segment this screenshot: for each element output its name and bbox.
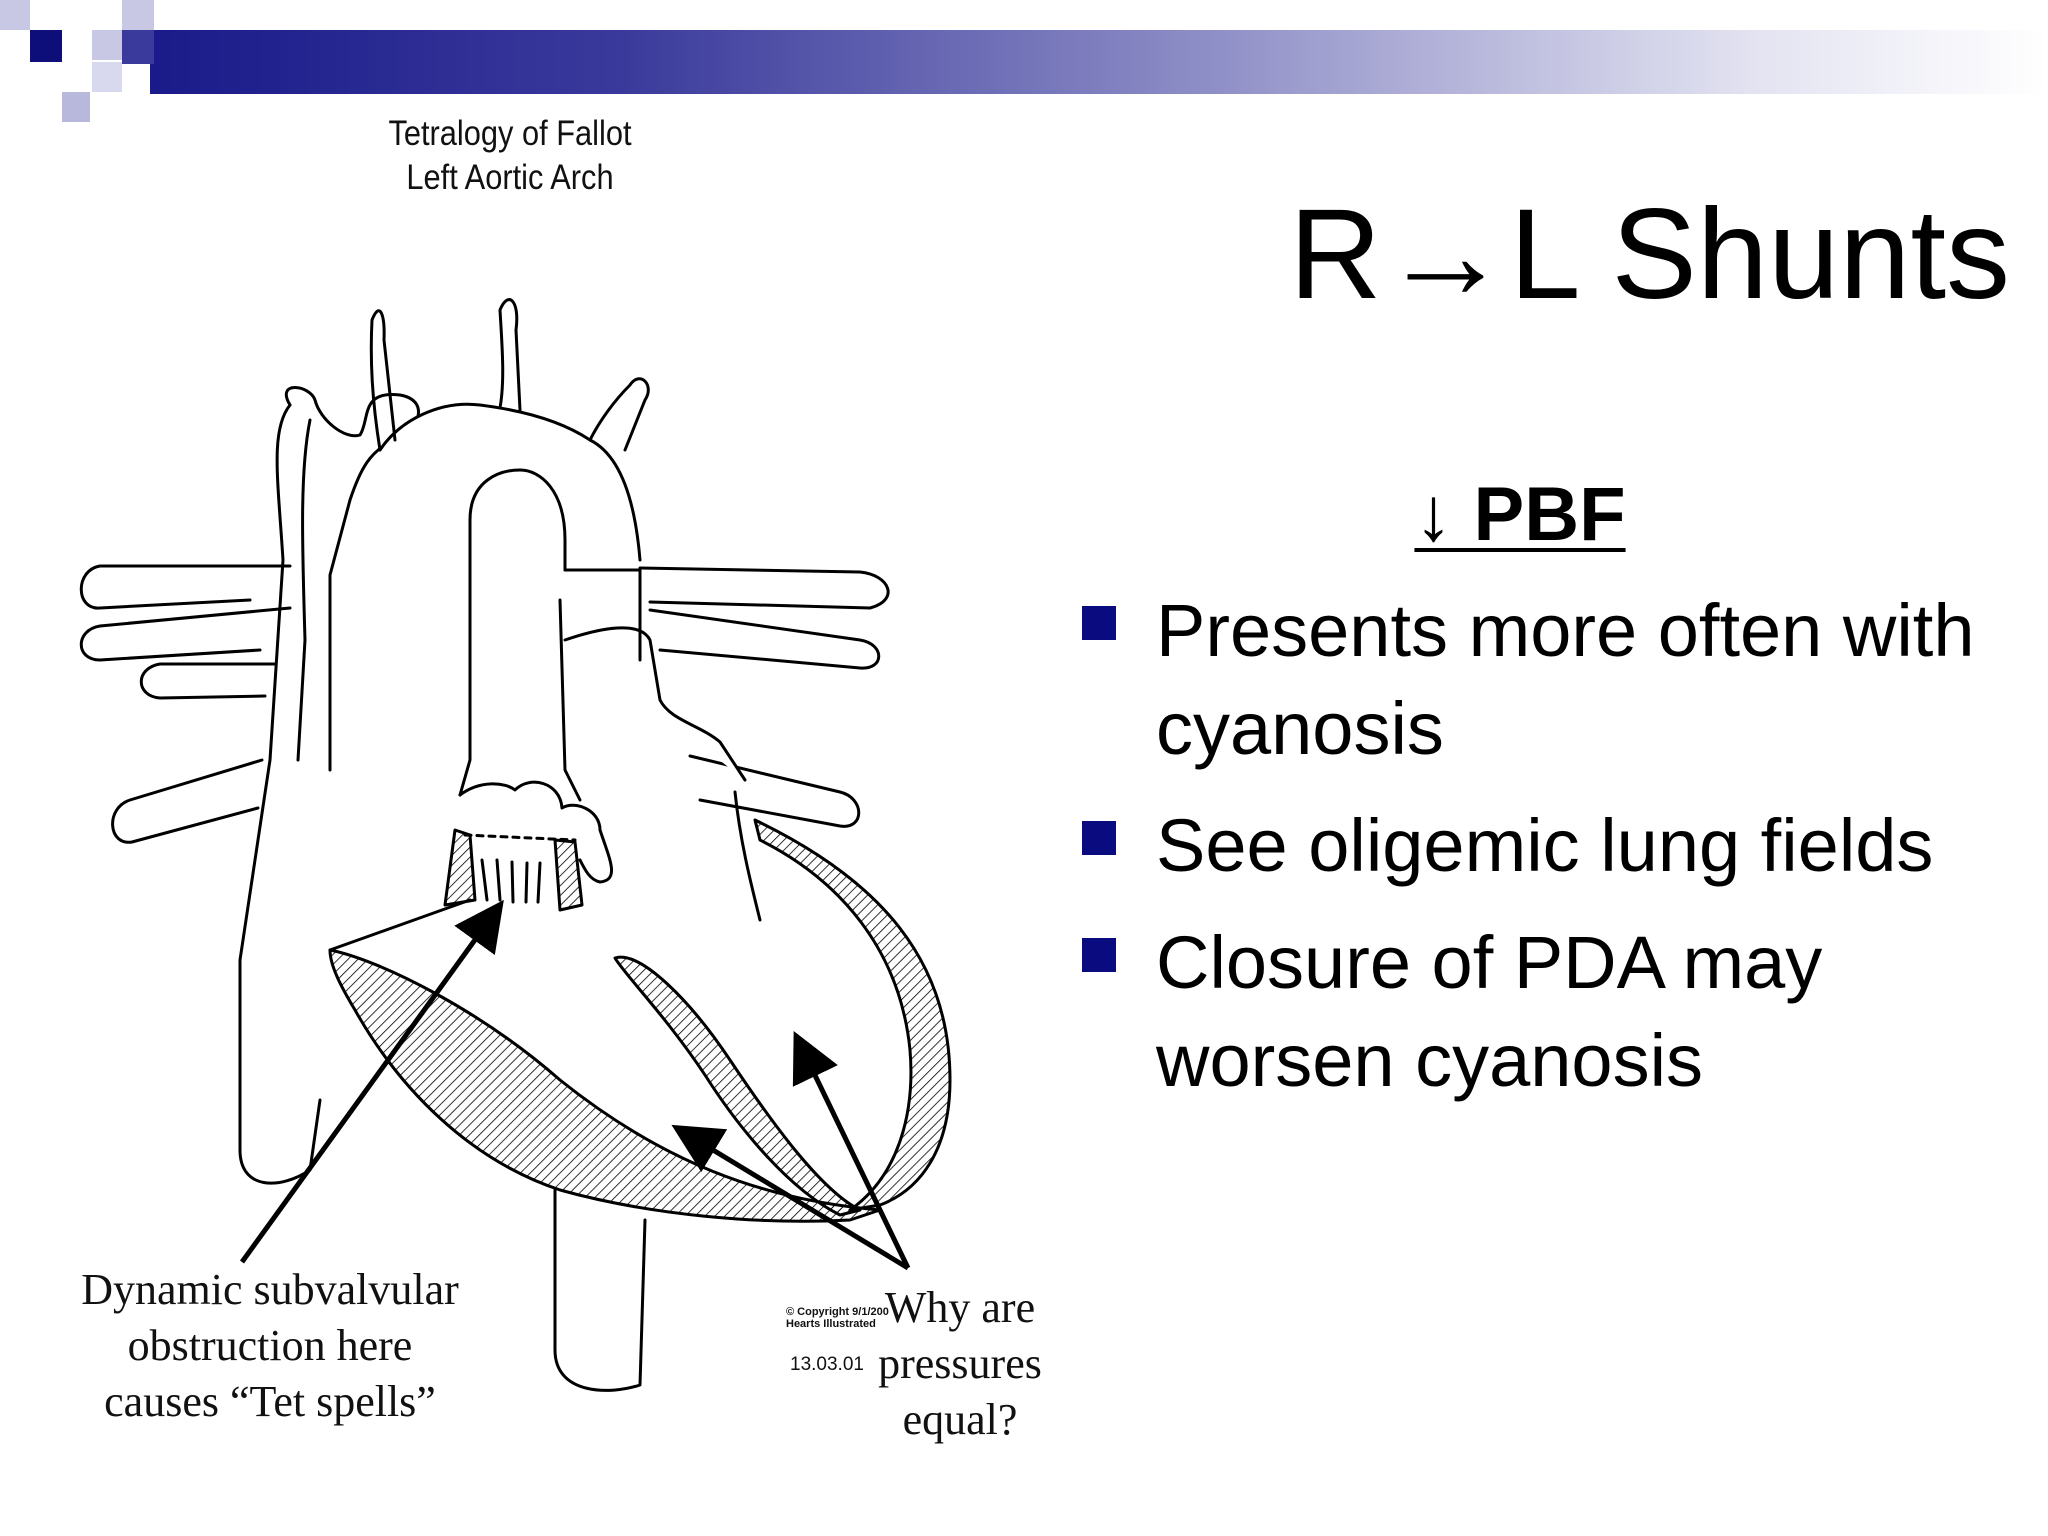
bullet-item: Presents more often with cyanosis: [1080, 582, 1980, 778]
ventricle-inferior-wall: [328, 948, 882, 1223]
bullet-item: See oligemic lung fields: [1080, 797, 1980, 895]
copyright-line: Hearts Illustrated: [786, 1318, 876, 1330]
valve-hatch-box-2: [553, 838, 584, 912]
arch-branch-3: [588, 377, 650, 452]
header-square-7: [92, 62, 122, 92]
slide-title: R→L Shunts: [1289, 183, 2010, 326]
annotation-right-line: Why are: [884, 1283, 1036, 1332]
bullet-list: Presents more often with cyanosis See ol…: [1080, 582, 1980, 1129]
left-vessel-middle: [79, 606, 292, 662]
valve-hatch-box: [443, 828, 477, 907]
arrow-right-2: [792, 1030, 911, 1270]
bullet-square-icon: [1082, 821, 1116, 855]
bullet-text: Presents more often with cyanosis: [1156, 589, 1975, 770]
bullet-item: Closure of PDA may worsen cyanosis: [1080, 914, 1980, 1110]
bullet-text: Closure of PDA may worsen cyanosis: [1156, 921, 1823, 1102]
right-vessel-lower: [688, 754, 861, 828]
aortic-arch-inner: [468, 468, 567, 602]
bullet-text: See oligemic lung fields: [1156, 804, 1934, 887]
heart-diagram: [79, 298, 952, 1392]
annotation-left: Dynamic subvalvular obstruction here cau…: [60, 1262, 480, 1430]
valve-ring: [463, 833, 577, 842]
ascending-aorta: [458, 598, 582, 802]
arch-branch-1: [369, 309, 397, 452]
header-square-1: [0, 0, 30, 30]
ventricular-septum: [613, 955, 862, 1217]
header-gradient-bar: [150, 30, 2048, 94]
subheading: ↓ PBF: [1300, 470, 1740, 560]
header-square-3: [92, 30, 122, 60]
copyright-line: © Copyright 9/1/200: [786, 1306, 889, 1318]
annotation-left-line: Dynamic subvalvular: [81, 1265, 459, 1314]
pulmonary-artery: [563, 626, 747, 782]
ivc: [553, 1188, 647, 1392]
left-vessel-upper: [79, 564, 292, 610]
aortic-arch-outer: [378, 402, 642, 562]
annotation-left-line: obstruction here: [127, 1321, 413, 1370]
copyright-notice: © Copyright 9/1/200 Hearts Illustrated: [786, 1306, 889, 1330]
header-square-4: [122, 0, 154, 30]
svc-left-wall: [238, 403, 322, 1185]
svc-inner-line: [296, 418, 312, 762]
subheading-text: ↓ PBF: [1414, 472, 1626, 557]
left-vessel-lower: [139, 662, 277, 700]
annotation-left-line: causes “Tet spells”: [104, 1377, 436, 1426]
left-vessel-bottom: [111, 758, 264, 844]
figure-code: 13.03.01: [790, 1354, 864, 1375]
valve-leaflets: [458, 780, 614, 884]
header-square-6: [62, 92, 90, 122]
arrow-right-1: [671, 1124, 910, 1271]
header-square-2: [30, 30, 62, 62]
arrow-left: [239, 899, 504, 1264]
bullet-square-icon: [1082, 938, 1116, 972]
header-square-5: [122, 30, 154, 64]
ductus-line: [563, 568, 642, 662]
atrium-edge: [328, 898, 472, 952]
annotation-right-line: pressures: [878, 1339, 1042, 1388]
bullet-square-icon: [1082, 606, 1116, 640]
ventricle-inner-wall: [733, 790, 762, 922]
arch-branch-2: [498, 298, 522, 412]
annotation-right-line: equal?: [902, 1395, 1018, 1444]
diagram-caption-line1: Tetralogy of Fallot: [388, 114, 632, 153]
diagram-caption: Tetralogy of Fallot Left Aortic Arch: [378, 112, 642, 200]
diagram-caption-line2: Left Aortic Arch: [406, 158, 614, 197]
right-vessel-middle: [648, 608, 881, 670]
annotation-right: Why are pressures equal?: [860, 1280, 1060, 1448]
right-vessel-upper: [638, 566, 890, 610]
